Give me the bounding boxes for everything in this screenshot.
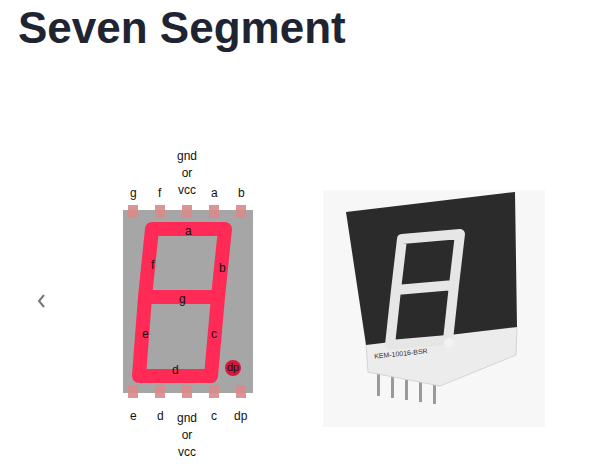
segment-label: b [219, 262, 226, 274]
segment-label: dp [227, 362, 239, 373]
prev-chevron [39, 295, 44, 307]
segment-label: d [172, 364, 179, 376]
pin-label: g [130, 187, 137, 199]
pin-label: gnd or vcc [177, 148, 197, 199]
segment-label: a [185, 225, 192, 237]
pin-label: b [238, 187, 245, 199]
pin-label: a [211, 187, 218, 199]
pin-label: f [158, 187, 161, 199]
pin-label: c [211, 410, 217, 422]
display-schematic [123, 205, 253, 398]
page-title: Seven Segment [18, 4, 346, 52]
display-photo [323, 190, 545, 427]
pin-label: dp [234, 410, 247, 422]
segment-label: c [211, 328, 217, 340]
segment-label: e [142, 328, 149, 340]
pin-label: e [130, 410, 137, 422]
segment-label: g [179, 293, 186, 305]
pin-label: d [157, 410, 164, 422]
pin-label: gnd or vcc [177, 410, 197, 461]
segment-label: f [151, 259, 154, 271]
